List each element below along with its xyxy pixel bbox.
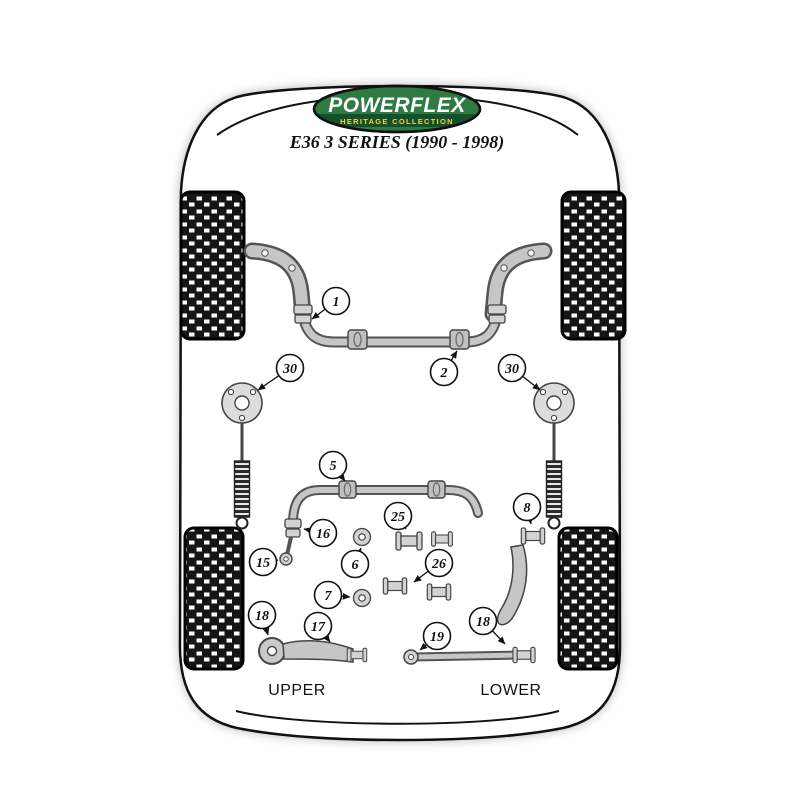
callout-26: 26 [413,548,454,583]
tire-front-right [560,190,627,341]
callout-1: 1 [311,286,351,320]
callout-19: 19 [419,621,452,651]
bushing-round-2 [352,588,372,608]
tire-front-left [179,190,246,341]
callout-8: 8 [512,492,542,525]
brand-logo: POWERFLEX HERITAGE COLLECTION [312,84,482,134]
car-body [178,84,622,742]
label-lower: LOWER [480,682,541,699]
front-strut-left [221,382,263,530]
svg-text:2: 2 [440,366,448,381]
svg-text:26: 26 [431,557,446,572]
front-right-control-arm [484,242,553,323]
brand-subtitle: HERITAGE COLLECTION [340,117,454,126]
front-left-control-arm [243,242,312,323]
logo-oval-outline [312,84,482,134]
front-suspension [243,242,553,350]
svg-text:30: 30 [504,362,519,377]
svg-text:19: 19 [430,630,444,645]
callouts: 1 2 30 30 5 16 15 [247,286,542,651]
callout-15: 15 [248,547,279,577]
rear-upper-arm [258,637,368,665]
rear-bumper-line [235,710,560,725]
svg-text:18: 18 [476,615,490,630]
svg-text:25: 25 [390,510,405,525]
tire-rear-right [557,526,619,671]
callout-18-left: 18 [247,600,277,636]
svg-text:16: 16 [316,527,330,542]
svg-text:7: 7 [325,589,333,604]
rear-arb-clamp-left [338,480,357,499]
rear-arb-clamp-right [427,480,446,499]
rear-trailing-arm-right [496,527,546,626]
callout-25: 25 [383,501,413,531]
svg-text:1: 1 [333,295,340,310]
rear-anti-roll-bar [288,485,483,528]
tires [179,190,627,671]
front-anti-roll-bar [297,308,503,348]
callout-17: 17 [303,611,333,643]
front-arb-clamp-left [347,329,368,350]
callout-18-right: 18 [468,606,506,645]
svg-text:8: 8 [524,501,531,516]
bushing-round-1 [352,527,372,547]
front-strut-right [533,382,575,530]
tire-rear-left [183,526,245,671]
svg-text:18: 18 [255,609,269,624]
svg-text:5: 5 [330,459,337,474]
callout-6: 6 [340,547,370,579]
rear-drop-link [279,518,302,566]
rear-lower-arm [403,646,536,665]
svg-text:6: 6 [352,558,359,573]
callout-30-left: 30 [257,353,305,391]
front-drop-link-bush-left [293,304,313,324]
callout-2: 2 [429,350,459,387]
logo-band [314,114,480,127]
callout-5: 5 [318,450,348,482]
car-body-outline [178,84,622,742]
callout-16: 16 [303,518,338,548]
callout-30-right: 30 [497,353,541,391]
front-arb-clamp-right [449,329,470,350]
svg-text:30: 30 [282,362,297,377]
brand-name: POWERFLEX [328,94,467,117]
svg-text:17: 17 [311,620,326,635]
label-upper: UPPER [268,682,326,699]
rear-suspension [258,480,546,665]
callout-7: 7 [313,580,351,610]
front-drop-link-bush-right [487,304,507,324]
diagram-title: E36 3 SERIES (1990 - 1998) [289,132,505,153]
svg-text:15: 15 [256,556,270,571]
